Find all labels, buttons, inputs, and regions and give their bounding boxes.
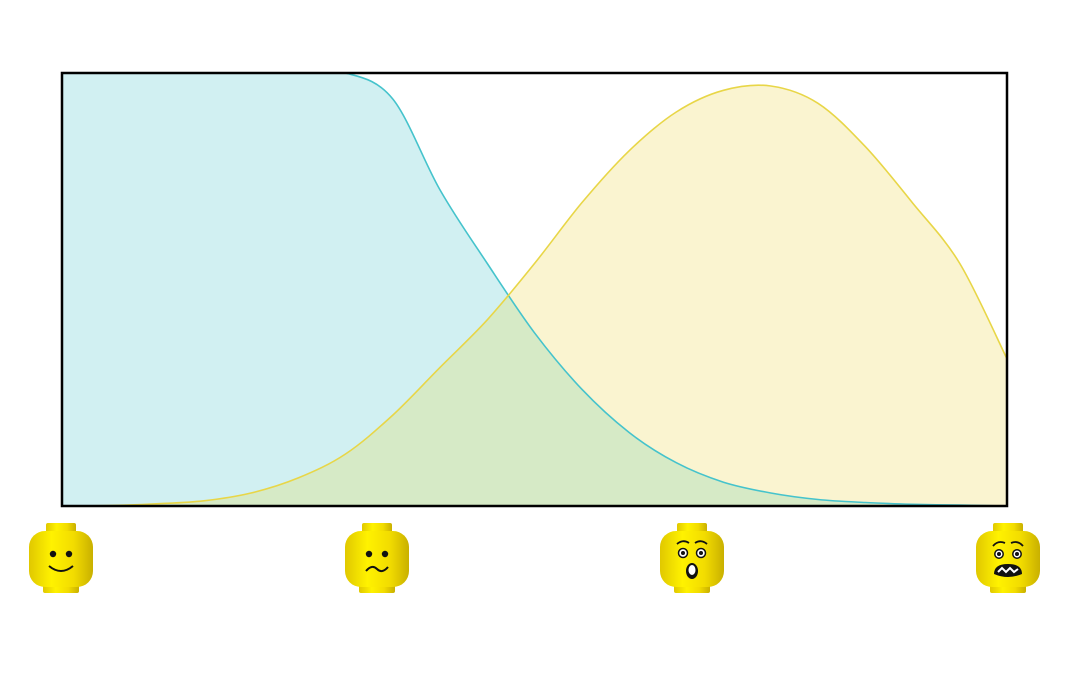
- series-2-area: [62, 85, 1007, 506]
- plot-area: [62, 73, 1007, 506]
- worried-face-icon: [345, 523, 409, 593]
- series-1-area: [62, 73, 1007, 506]
- series-2-line: [62, 84, 1007, 506]
- plot-frame: [60, 71, 1009, 508]
- x-axis-ticks: [29, 523, 1040, 593]
- shocked-face-icon: [660, 523, 724, 593]
- smile-face-icon: [29, 523, 93, 593]
- series-1-line: [62, 73, 1007, 506]
- scared-face-icon: [976, 523, 1040, 593]
